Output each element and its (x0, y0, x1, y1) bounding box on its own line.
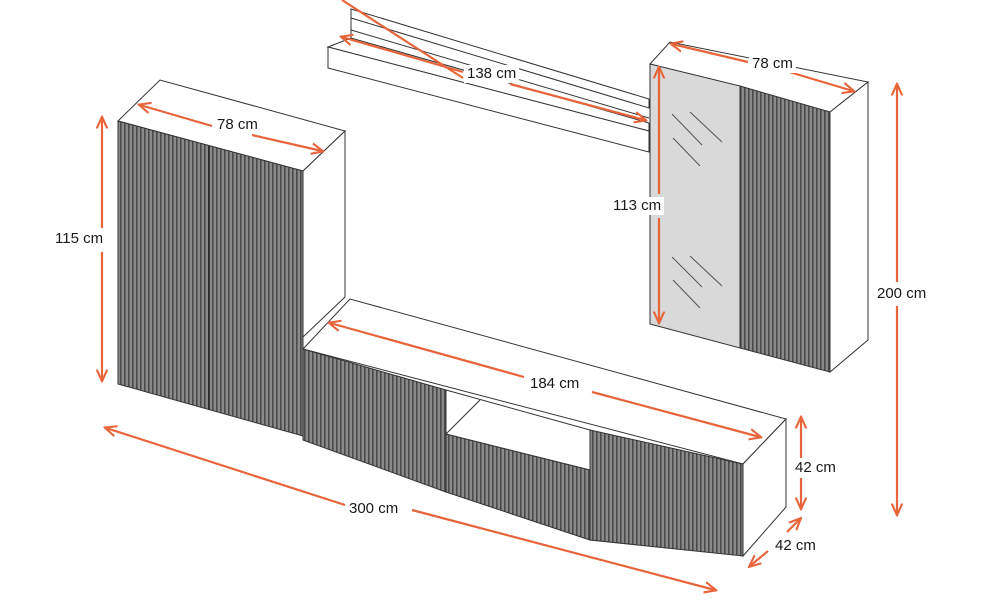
tv-width-label: 184 cm (527, 375, 583, 393)
left-cabinet-width-label: 78 cm (214, 116, 261, 134)
right-total-height-label: 200 cm (874, 285, 930, 303)
left-cabinet (117, 79, 346, 437)
right-cabinet (649, 41, 870, 374)
shelf-width-label: 138 cm (464, 65, 520, 83)
fluted-door (739, 85, 831, 373)
tv-depth-label: 42 cm (772, 537, 819, 555)
tv-height-label: 42 cm (792, 459, 839, 477)
dimension-lines (102, 0, 897, 590)
left-cabinet-height-label: 115 cm (52, 230, 107, 248)
overall-width-label: 300 cm (346, 500, 402, 518)
wall-shelf (326, 8, 650, 153)
right-glass-height-label: 113 cm (610, 197, 665, 215)
right-cabinet-width-label: 78 cm (749, 55, 796, 73)
